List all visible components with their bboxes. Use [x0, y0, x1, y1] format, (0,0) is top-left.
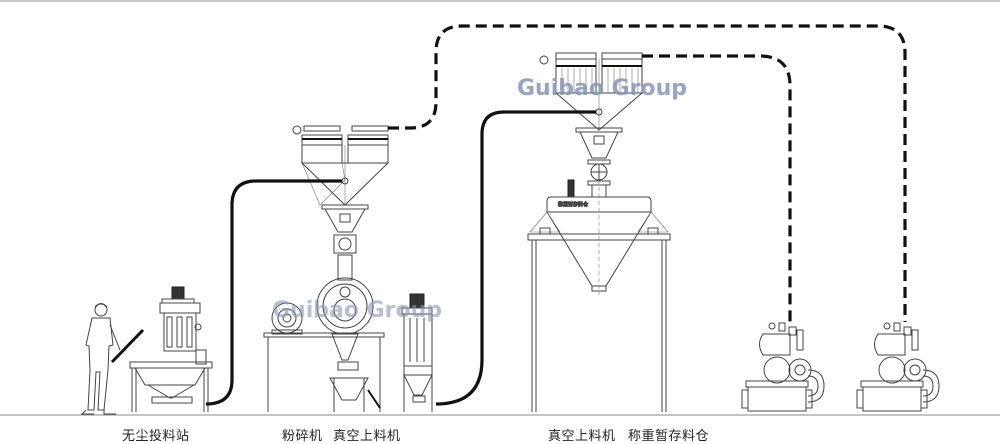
silo-nameplate: 称重暂存料仓 — [558, 201, 588, 208]
vacuum-pump-1 — [741, 322, 825, 412]
vacuum-pipe-1 — [388, 24, 907, 322]
material-pipe-1 — [205, 179, 342, 406]
vacuum-pump-2 — [856, 322, 940, 412]
vacuum-pipe-2 — [642, 54, 792, 322]
label-dust-free-station: 无尘投料站 — [122, 429, 190, 444]
label-vacuum-loader-2: 真空上料机 — [548, 429, 616, 444]
vacuum-loader-2 — [539, 52, 644, 198]
cyclone-dust-collector — [401, 293, 433, 412]
watermark-logo-2: Guibao Group — [272, 298, 443, 323]
pulverizer-mill — [316, 234, 374, 361]
mill-motor — [271, 302, 303, 335]
label-mill: 粉碎机 — [282, 429, 323, 444]
mill-platform — [263, 332, 385, 412]
label-weighing-silo: 称重暂存料仓 — [628, 429, 710, 444]
material-pipe-2 — [435, 110, 596, 406]
mill-discharge-hopper — [329, 361, 381, 412]
weighing-buffer-silo: 称重暂存料仓 — [527, 179, 671, 412]
dust-free-feeding-station — [110, 286, 213, 412]
worker-figure — [80, 303, 121, 415]
label-vacuum-loader-1: 真空上料机 — [333, 429, 401, 444]
top-border — [0, 0, 1000, 2]
watermark-logo: Guibao Group — [517, 76, 688, 101]
vacuum-loader-1 — [292, 125, 390, 233]
